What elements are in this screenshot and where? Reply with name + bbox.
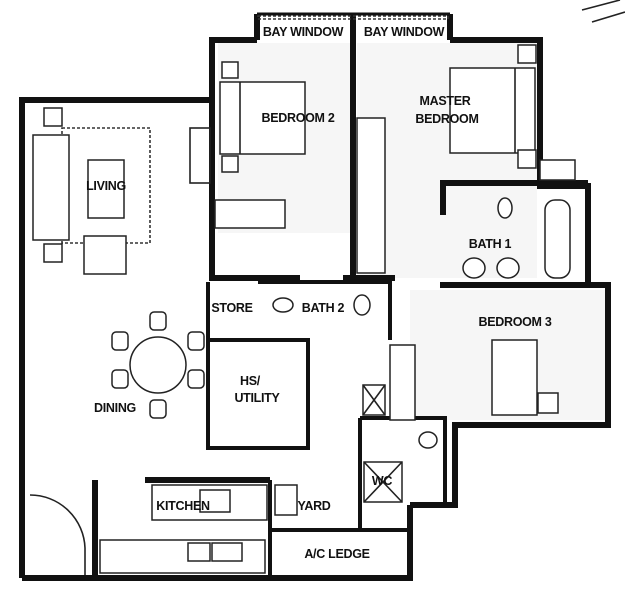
kitchen-counters — [99, 484, 298, 574]
label-bedroom-2: BEDROOM 2 — [261, 111, 334, 125]
bedroom-3-furniture — [389, 339, 559, 421]
master-bedroom-furniture — [356, 44, 537, 274]
label-hs-utility-2: UTILITY — [234, 391, 280, 405]
bath-1-fixtures — [462, 159, 576, 279]
walls — [19, 12, 611, 581]
label-store: STORE — [211, 301, 252, 315]
room-labels: BAY WINDOW BAY WINDOW BEDROOM 2 MASTER B… — [86, 25, 552, 561]
bath-2-fixtures — [272, 294, 371, 316]
main-door — [29, 494, 86, 575]
label-master-bedroom-1: MASTER — [420, 94, 471, 108]
service-shafts — [362, 384, 403, 503]
label-ac-ledge: A/C LEDGE — [304, 547, 369, 561]
label-wc: WC — [372, 474, 392, 488]
edge-marks — [581, 0, 625, 23]
living-furniture — [32, 107, 151, 275]
label-hs-utility-1: HS/ — [240, 374, 261, 388]
label-bath-2: BATH 2 — [302, 301, 345, 315]
label-living: LIVING — [86, 179, 126, 193]
label-master-bedroom-2: BEDROOM — [415, 112, 478, 126]
label-kitchen: KITCHEN — [156, 499, 210, 513]
label-bay-window-left: BAY WINDOW — [263, 25, 344, 39]
dining-table — [111, 311, 205, 419]
label-bath-1: BATH 1 — [469, 237, 512, 251]
bedroom-2-bed — [189, 61, 306, 229]
wc-toilet — [418, 431, 438, 449]
label-bay-window-right: BAY WINDOW — [364, 25, 445, 39]
label-bedroom-3: BEDROOM 3 — [478, 315, 551, 329]
label-yard: YARD — [297, 499, 330, 513]
bay-window-sill — [257, 15, 449, 20]
label-dining: DINING — [94, 401, 136, 415]
